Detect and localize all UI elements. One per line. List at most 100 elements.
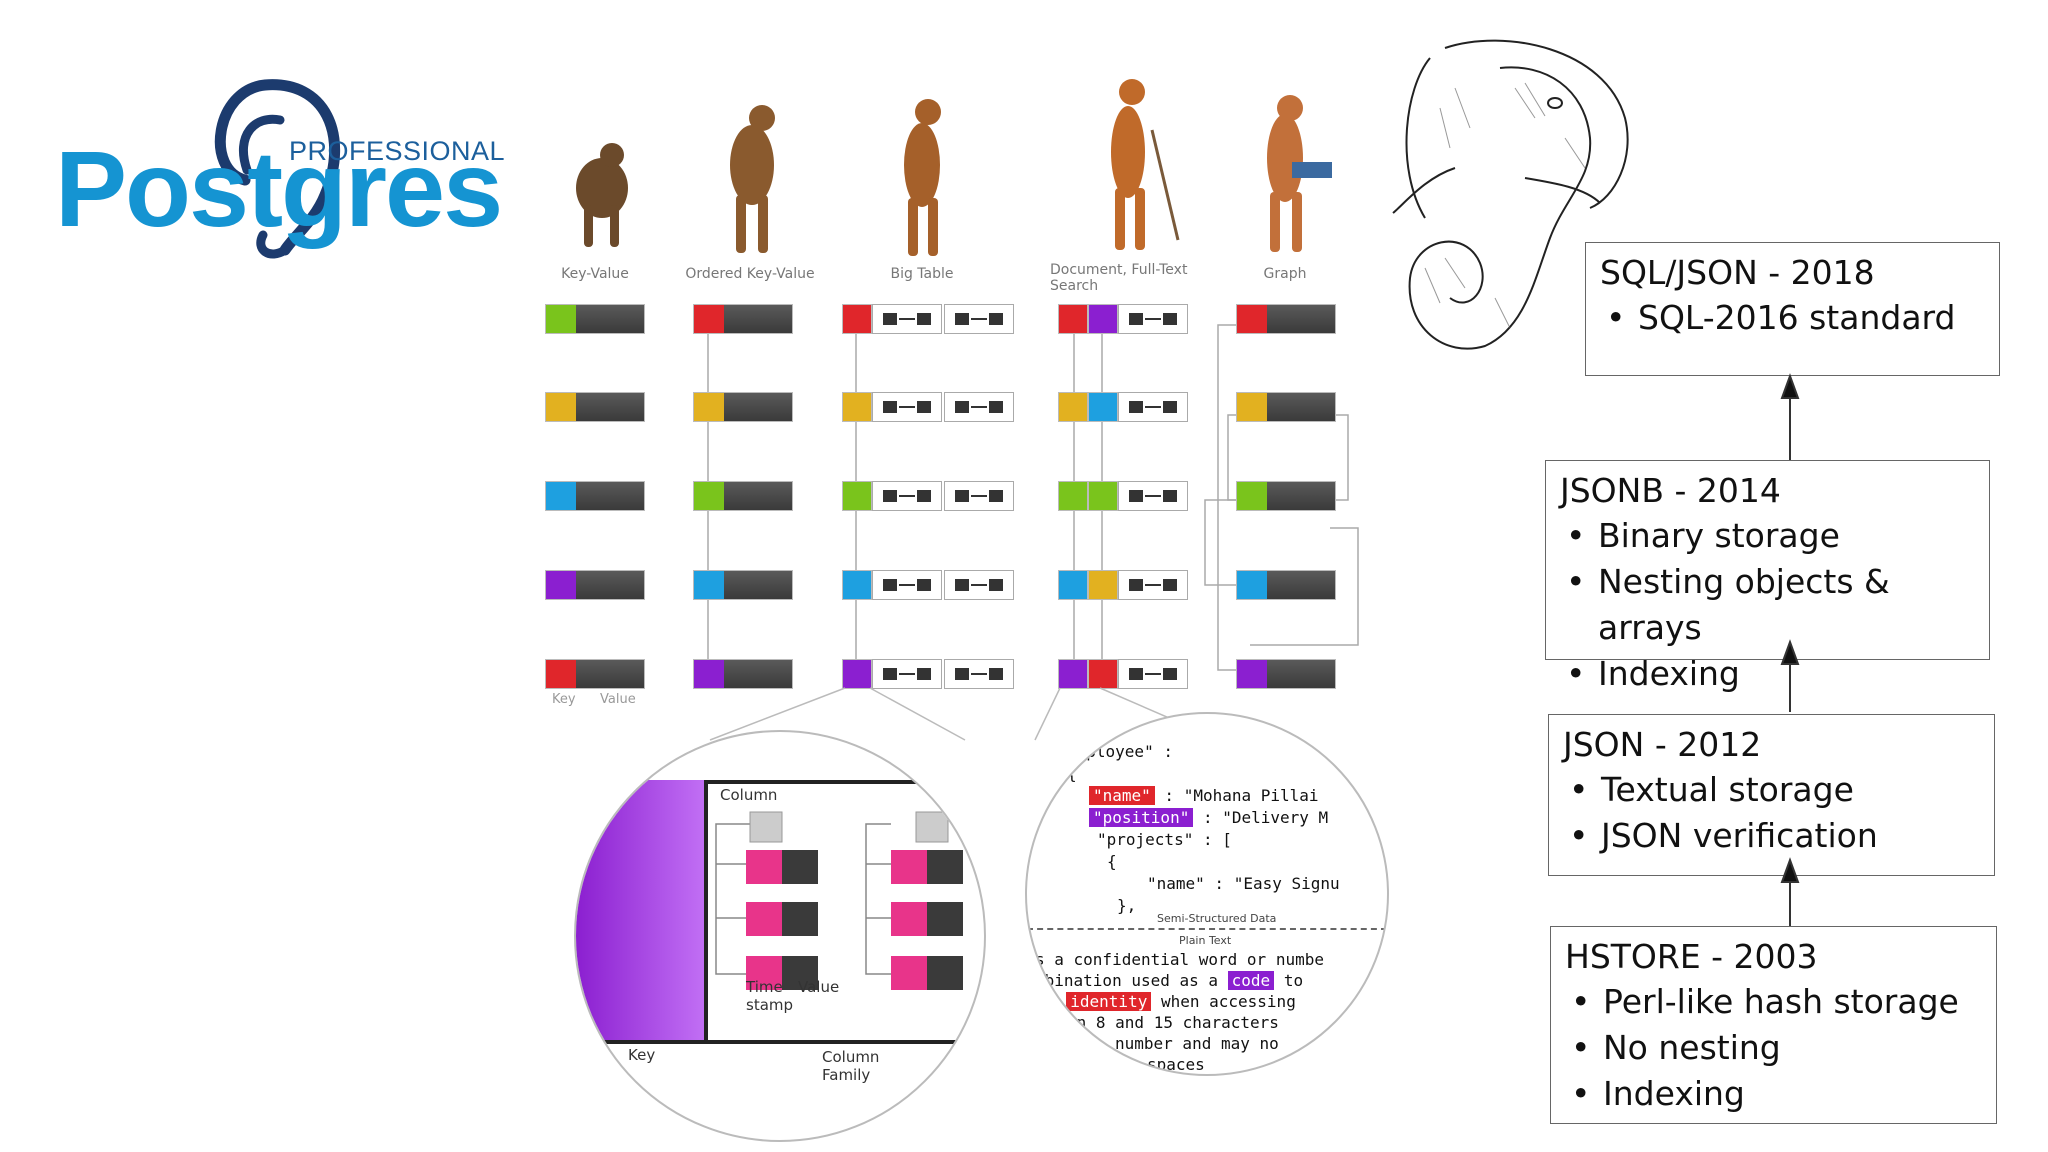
version-box-hstore: HSTORE - 2003 Perl-like hash storage No … bbox=[1550, 926, 1997, 1124]
version-feature: No nesting bbox=[1565, 1025, 1982, 1071]
code-text: : "Delivery M bbox=[1193, 808, 1329, 827]
evolution-label-graph: Graph bbox=[1263, 266, 1307, 282]
code-text: : "Mohana Pillai bbox=[1154, 786, 1319, 805]
version-arrows bbox=[1780, 373, 1800, 926]
code-line: spaces bbox=[1147, 1055, 1205, 1074]
graph-node bbox=[1236, 481, 1336, 511]
graph-node bbox=[1236, 392, 1336, 422]
code-line: { bbox=[1067, 764, 1077, 783]
code-text: employee" : bbox=[1067, 742, 1173, 761]
code-line: s a confidential word or numbe bbox=[1035, 950, 1324, 969]
value-label: Value bbox=[798, 978, 840, 996]
big-table-key bbox=[842, 304, 872, 334]
document-key bbox=[1058, 481, 1088, 511]
big-table-key bbox=[842, 659, 872, 689]
evolution-label-document: Document, Full-Text Search bbox=[1050, 262, 1188, 294]
big-table-cell bbox=[872, 659, 942, 689]
big-table-cell bbox=[944, 570, 1014, 600]
kv-pair bbox=[545, 570, 645, 600]
logo-professional-text: PROFESSIONAL bbox=[289, 136, 506, 166]
code-text: s a confidential word or numbe bbox=[1035, 950, 1324, 969]
kv-pair bbox=[545, 392, 645, 422]
document-cell bbox=[1118, 481, 1188, 511]
column-family-label: Column Family bbox=[822, 1048, 880, 1084]
version-box-jsonb: JSONB - 2014 Binary storage Nesting obje… bbox=[1545, 460, 1990, 697]
table-top-border bbox=[704, 780, 984, 784]
logo-postgres-text: Postgres bbox=[55, 128, 503, 249]
postgres-professional-logo: PROFESSIONAL Postgres bbox=[55, 75, 505, 275]
document-cell bbox=[1118, 304, 1188, 334]
arrow-up-icon bbox=[1780, 857, 1800, 883]
code-line: employee" : bbox=[1067, 742, 1173, 761]
big-table-cell bbox=[872, 570, 942, 600]
column-label: Column bbox=[720, 786, 778, 804]
semi-structured-label: Semi-Structured Data bbox=[1157, 912, 1277, 925]
highlighted-token: "name" bbox=[1089, 786, 1155, 805]
code-line: number and may no bbox=[1115, 1034, 1279, 1053]
graph-node bbox=[1236, 304, 1336, 334]
elephant-logo-icon bbox=[214, 79, 341, 259]
code-text: "name" : "Easy Signu bbox=[1147, 874, 1340, 893]
evolution-label-key-value: Key-Value bbox=[561, 266, 629, 282]
code-text: number and may no bbox=[1115, 1034, 1279, 1053]
big-table-cell bbox=[872, 392, 942, 422]
plain-text-label: Plain Text bbox=[1179, 934, 1232, 947]
version-title: HSTORE - 2003 bbox=[1565, 937, 1818, 976]
okv-pair bbox=[693, 392, 793, 422]
document-cell bbox=[1118, 392, 1188, 422]
okv-pair bbox=[693, 304, 793, 334]
code-text: en 8 and 15 characters bbox=[1067, 1013, 1279, 1032]
code-text: spaces bbox=[1147, 1055, 1205, 1074]
code-line: { bbox=[1107, 852, 1117, 871]
big-table-cell bbox=[944, 659, 1014, 689]
okv-pair bbox=[693, 481, 793, 511]
okv-pair bbox=[693, 570, 793, 600]
big-table-zoom-circle: Column Time stamp Value Key Column Famil… bbox=[574, 730, 986, 1142]
kv-pair bbox=[545, 659, 645, 689]
document-key bbox=[1088, 659, 1118, 689]
arrow-up-icon bbox=[1780, 373, 1800, 399]
big-table-cell bbox=[944, 392, 1014, 422]
highlighted-token: identity bbox=[1066, 992, 1152, 1011]
value-caption: Value bbox=[600, 692, 636, 707]
highlighted-token: code bbox=[1227, 971, 1275, 990]
document-key bbox=[1058, 392, 1088, 422]
evolution-label-ordered-key-value: Ordered Key-Value bbox=[685, 266, 815, 282]
version-feature: Indexing bbox=[1560, 651, 1975, 697]
version-feature: Indexing bbox=[1565, 1071, 1982, 1117]
highlighted-token: "position" bbox=[1089, 808, 1194, 827]
big-table-cell bbox=[944, 304, 1014, 334]
big-table-cell bbox=[944, 481, 1014, 511]
document-zoom-circle: employee" : { "name" : "Mohana Pillai "posi… bbox=[1025, 712, 1389, 1076]
code-text: }, bbox=[1117, 896, 1137, 915]
okv-pair bbox=[693, 659, 793, 689]
version-feature: Nesting objects & arrays bbox=[1560, 559, 1975, 651]
big-table-cell bbox=[872, 304, 942, 334]
document-key bbox=[1088, 392, 1118, 422]
code-text: "projects" : [ bbox=[1097, 830, 1232, 849]
code-text: { bbox=[1107, 852, 1117, 871]
evolution-label-big-table: Big Table bbox=[890, 266, 954, 282]
code-text: to bbox=[1274, 971, 1304, 990]
kv-pair bbox=[545, 304, 645, 334]
document-key bbox=[1088, 304, 1118, 334]
document-cell bbox=[1118, 659, 1188, 689]
version-feature: Binary storage bbox=[1560, 513, 1975, 559]
code-line: "position" : "Delivery M bbox=[1089, 808, 1328, 827]
document-cell bbox=[1118, 570, 1188, 600]
key-label: Key bbox=[628, 1046, 656, 1064]
version-box-json: JSON - 2012 Textual storage JSON verific… bbox=[1548, 714, 1995, 876]
code-line: "name" : "Mohana Pillai bbox=[1089, 786, 1319, 805]
version-feature: SQL-2016 standard bbox=[1600, 295, 1985, 341]
big-table-cell bbox=[872, 481, 942, 511]
code-text: mbination used as a bbox=[1035, 971, 1228, 990]
code-line: "name" : "Easy Signu bbox=[1147, 874, 1340, 893]
table-bottom-border bbox=[576, 1040, 984, 1044]
table-left-border bbox=[704, 780, 708, 1042]
code-line: "projects" : [ bbox=[1097, 830, 1232, 849]
code-line: }, bbox=[1117, 896, 1136, 915]
code-text: when accessing bbox=[1151, 992, 1296, 1011]
arrow-up-icon bbox=[1780, 639, 1800, 665]
dashed-separator bbox=[1027, 928, 1387, 930]
version-title: JSON - 2012 bbox=[1563, 725, 1762, 764]
